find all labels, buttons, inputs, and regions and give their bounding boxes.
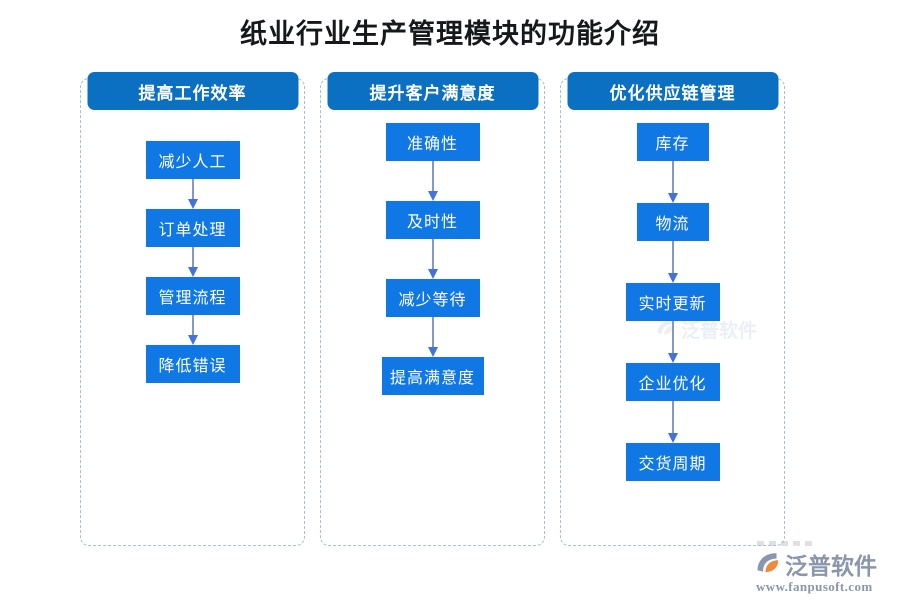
column-body-2: 准确性 及时性 减少等待 提高满意度 xyxy=(321,123,544,395)
column-panel-3: 优化供应链管理 库存 物流 实时更新 企业优化 交货周期 xyxy=(560,72,785,546)
arrow-down-icon xyxy=(187,247,199,277)
column-panel-1: 提高工作效率 减少人工 订单处理 管理流程 降低错误 xyxy=(80,72,305,546)
arrow-down-icon xyxy=(427,317,439,357)
column-body-1: 减少人工 订单处理 管理流程 降低错误 xyxy=(81,141,304,383)
arrow-down-icon xyxy=(667,241,679,283)
column-body-3: 库存 物流 实时更新 企业优化 交货周期 xyxy=(561,123,784,481)
arrow-down-icon xyxy=(667,161,679,203)
flow-node[interactable]: 实时更新 xyxy=(625,283,720,321)
arrow-down-icon xyxy=(667,401,679,443)
brand-name: 泛普软件 xyxy=(785,554,877,579)
flow-node[interactable]: 企业优化 xyxy=(625,363,720,401)
fanpu-logo-icon xyxy=(755,551,782,578)
arrow-down-icon xyxy=(667,321,679,363)
flow-node[interactable]: 管理流程 xyxy=(145,277,240,315)
column-header-3: 优化供应链管理 xyxy=(567,72,778,110)
flow-node[interactable]: 准确性 xyxy=(385,123,480,161)
brand-url: www.fanpusoft.com xyxy=(756,579,873,594)
flow-node[interactable]: 物流 xyxy=(636,203,709,241)
arrow-down-icon xyxy=(427,239,439,279)
flow-node[interactable]: 减少等待 xyxy=(385,279,480,317)
diagram-columns: 提高工作效率 减少人工 订单处理 管理流程 降低错误 提升客户满意度 准确性 及… xyxy=(80,72,820,548)
column-panel-2: 提升客户满意度 准确性 及时性 减少等待 提高满意度 xyxy=(320,72,545,546)
flow-node[interactable]: 订单处理 xyxy=(145,209,240,247)
flow-node[interactable]: 交货周期 xyxy=(625,443,720,481)
flow-node[interactable]: 减少人工 xyxy=(145,141,240,179)
arrow-down-icon xyxy=(427,161,439,201)
flow-node[interactable]: 提高满意度 xyxy=(381,357,484,395)
flow-node[interactable]: 降低错误 xyxy=(145,345,240,383)
flow-node[interactable]: 库存 xyxy=(636,123,709,161)
column-header-1: 提高工作效率 xyxy=(87,72,298,110)
brand-row: 泛普软件 xyxy=(755,550,895,579)
column-header-2: 提升客户满意度 xyxy=(327,72,538,110)
arrow-down-icon xyxy=(187,179,199,209)
arrow-down-icon xyxy=(187,315,199,345)
brand-logo: 泛普软件 www.fanpusoft.com xyxy=(755,550,895,596)
page-title: 纸业行业生产管理模块的功能介绍 xyxy=(240,19,660,49)
flow-node[interactable]: 及时性 xyxy=(385,201,480,239)
